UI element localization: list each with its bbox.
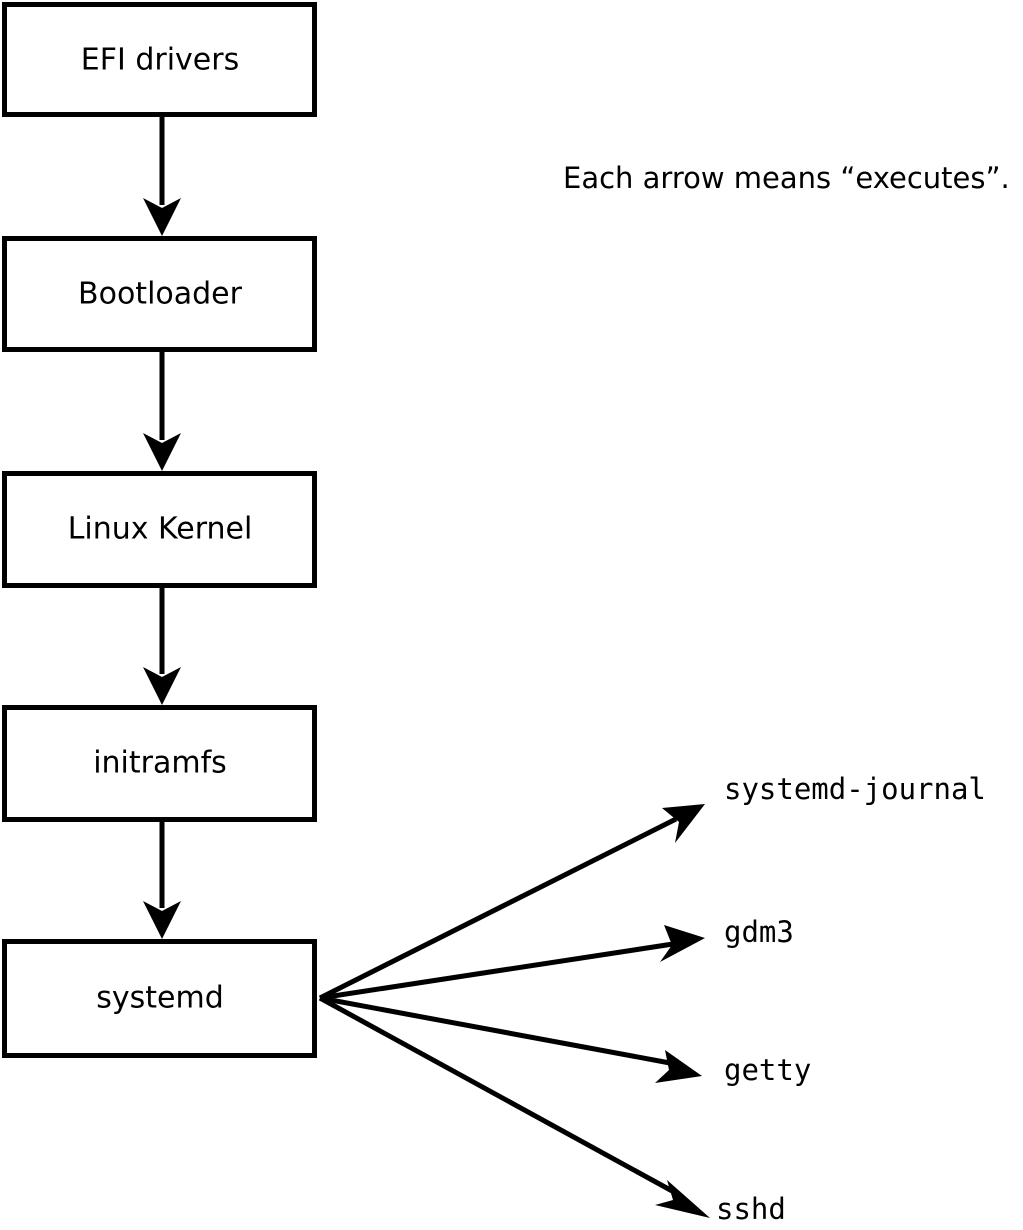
arrow-head [143,433,181,471]
arrow-head [662,804,705,843]
arrow-systemd-to-sshd [318,995,710,1218]
arrow-head [655,1050,702,1083]
arrow-shaft [318,816,678,1001]
box-label-efi-drivers: EFI drivers [81,43,239,78]
arrow-initramfs-to-systemd [143,822,181,939]
arrow-head [143,667,181,705]
legend-note: Each arrow means “executes”. [563,161,1010,195]
box-bootloader[interactable]: Bootloader [2,236,317,352]
arrow-systemd-to-gdm3 [319,925,705,1001]
arrow-shaft [319,995,671,1066]
arrow-systemd-to-systemd-journal [318,804,705,1001]
box-rect-systemd [2,939,317,1058]
arrow-linux-kernel-to-initramfs [143,588,181,705]
box-rect-efi-drivers [2,2,317,117]
arrow-head [655,1180,710,1218]
box-linux-kernel[interactable]: Linux Kernel [2,471,317,588]
box-rect-linux-kernel [2,471,317,588]
box-rect-bootloader [2,236,317,352]
arrow-head [143,901,181,939]
box-rect-initramfs [2,705,317,822]
arrow-head [660,925,705,962]
box-systemd[interactable]: systemd [2,939,317,1058]
arrow-shaft [318,995,676,1195]
box-label-bootloader: Bootloader [78,277,243,312]
arrow-bootloader-to-linux-kernel [143,352,181,471]
arrow-head [143,198,181,236]
arrow-systemd-to-getty [319,995,702,1083]
box-label-linux-kernel: Linux Kernel [68,512,253,547]
leaf-label-getty: getty [724,1053,811,1087]
leaf-label-systemd-journal: systemd-journal [724,772,986,806]
arrow-efi-drivers-to-bootloader [143,117,181,236]
leaf-label-gdm3: gdm3 [724,915,794,949]
box-label-systemd: systemd [96,981,224,1016]
box-efi-drivers[interactable]: EFI drivers [2,2,317,117]
arrow-shaft [319,941,674,1001]
box-initramfs[interactable]: initramfs [2,705,317,822]
leaf-label-sshd: sshd [716,1192,786,1226]
box-label-initramfs: initramfs [93,746,227,781]
